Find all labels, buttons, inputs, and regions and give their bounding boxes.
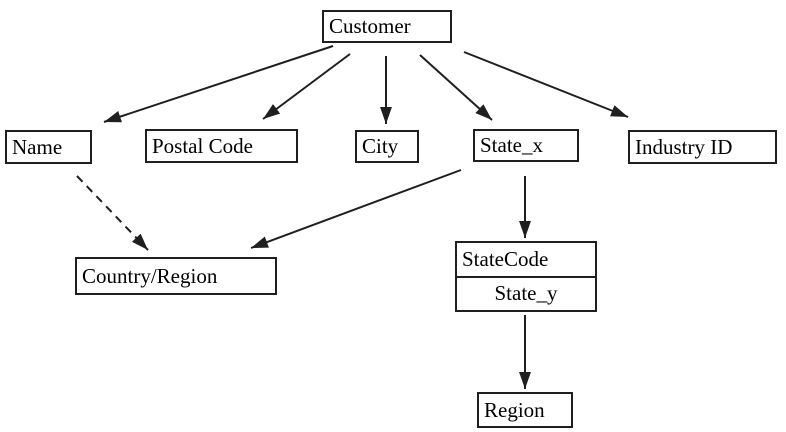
node-industry-id: Industry ID — [628, 130, 777, 164]
edge-customer-to-industry-id — [463, 51, 629, 118]
node-label-industry-id: Industry ID — [635, 134, 733, 159]
node-label-state-y: State_y — [457, 275, 595, 311]
edge-state-x-to-country-region — [250, 169, 462, 249]
node-label-region: Region — [484, 397, 545, 422]
node-city: City — [355, 130, 419, 163]
edge-customer-to-state-x — [419, 54, 493, 121]
node-region: Region — [477, 392, 573, 428]
node-label-city: City — [362, 134, 399, 158]
node-label-statecode: StateCode — [462, 246, 549, 271]
node-label-postal-code: Postal Code — [152, 133, 253, 158]
edge-name-to-country-region — [76, 175, 149, 251]
edge-customer-to-name — [103, 45, 334, 123]
node-label-customer: Customer — [329, 14, 411, 38]
node-customer: Customer — [322, 10, 452, 43]
node-state-x: State_x — [473, 129, 579, 162]
node-country-region: Country/Region — [75, 257, 277, 295]
node-label-state-x: State_x — [480, 133, 543, 157]
edge-customer-to-postal-code — [262, 53, 351, 120]
node-postal-code: Postal Code — [145, 129, 298, 163]
node-name: Name — [5, 130, 92, 164]
edges-group — [76, 45, 629, 389]
node-label-country-region: Country/Region — [82, 263, 218, 288]
node-label-name: Name — [12, 134, 63, 159]
